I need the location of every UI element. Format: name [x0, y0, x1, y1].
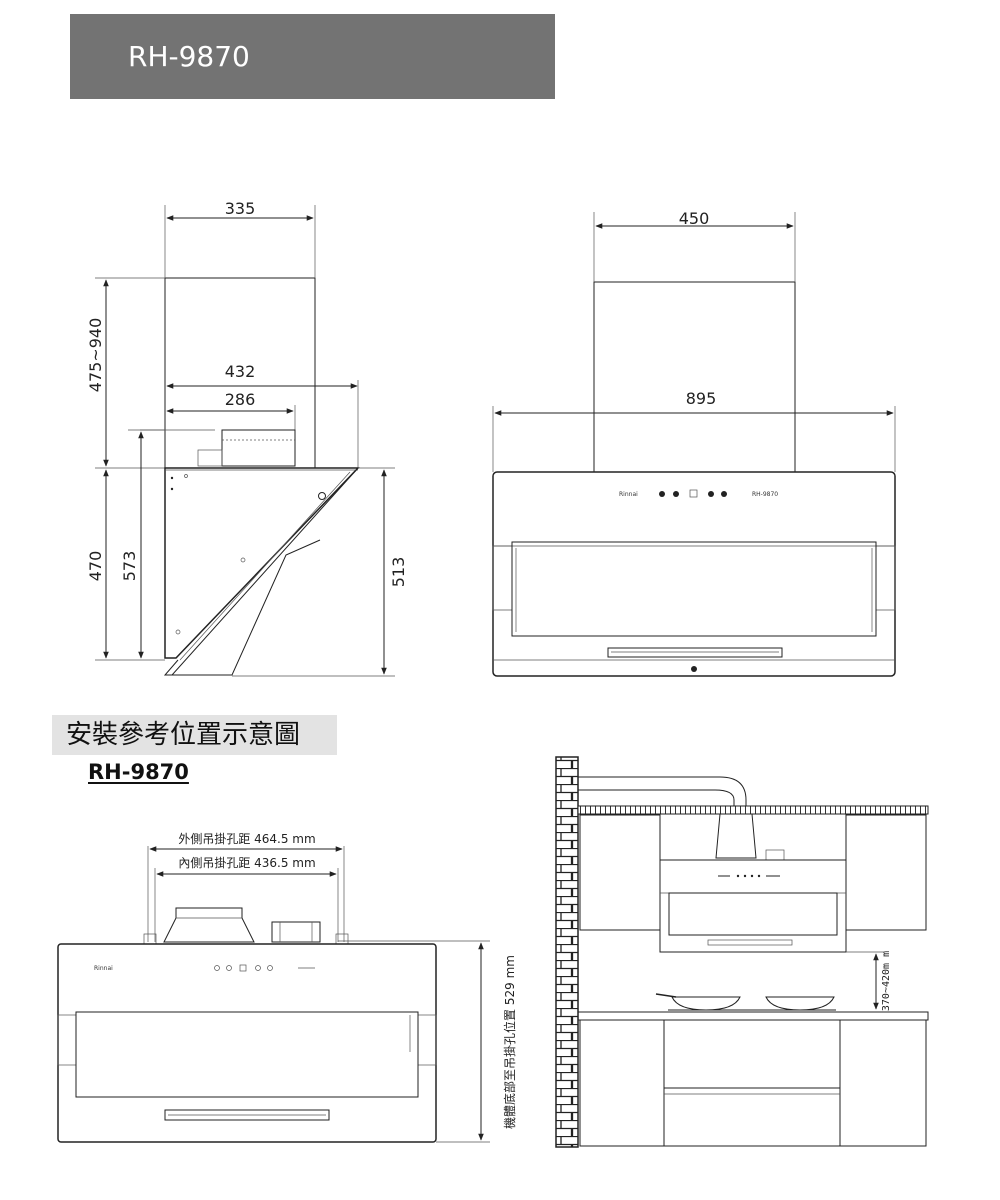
install-model-label: RH-9870	[88, 760, 189, 784]
side-side-height: 573	[120, 551, 139, 582]
install-brand-label: Rinnai	[94, 965, 113, 972]
front-total-width: 895	[686, 389, 717, 408]
model-banner: RH-9870	[70, 14, 555, 99]
front-view: 450 895 Rinnai RH-9870	[492, 209, 896, 677]
install-inner-hole: 內側吊掛孔距 436.5 mm	[178, 855, 315, 870]
side-front-height: 513	[389, 557, 408, 588]
side-top-width: 335	[225, 199, 256, 218]
side-chimney-height: 475~940	[86, 318, 105, 392]
front-brand-label: Rinnai	[619, 491, 638, 498]
front-top-width: 450	[679, 209, 710, 228]
front-model-label: RH-9870	[752, 491, 778, 498]
side-depth-total: 432	[225, 362, 256, 381]
side-depth-box: 286	[225, 390, 256, 409]
install-section-title: 安裝參考位置示意圖	[52, 715, 337, 755]
install-front-view: 外側吊掛孔距 464.5 mm 內側吊掛孔距 436.5 mm Rinnai	[57, 831, 517, 1143]
side-body-height: 470	[86, 551, 105, 582]
side-view: 335 475~940 432 286 470	[86, 199, 408, 677]
install-hang-height: 機體底部至吊掛孔位置 529 mm	[502, 955, 517, 1129]
kitchen-install-view: 370~420m m	[555, 756, 929, 1148]
install-outer-hole: 外側吊掛孔距 464.5 mm	[178, 831, 315, 846]
install-cooktop-height: 370~420m m	[881, 951, 892, 1011]
